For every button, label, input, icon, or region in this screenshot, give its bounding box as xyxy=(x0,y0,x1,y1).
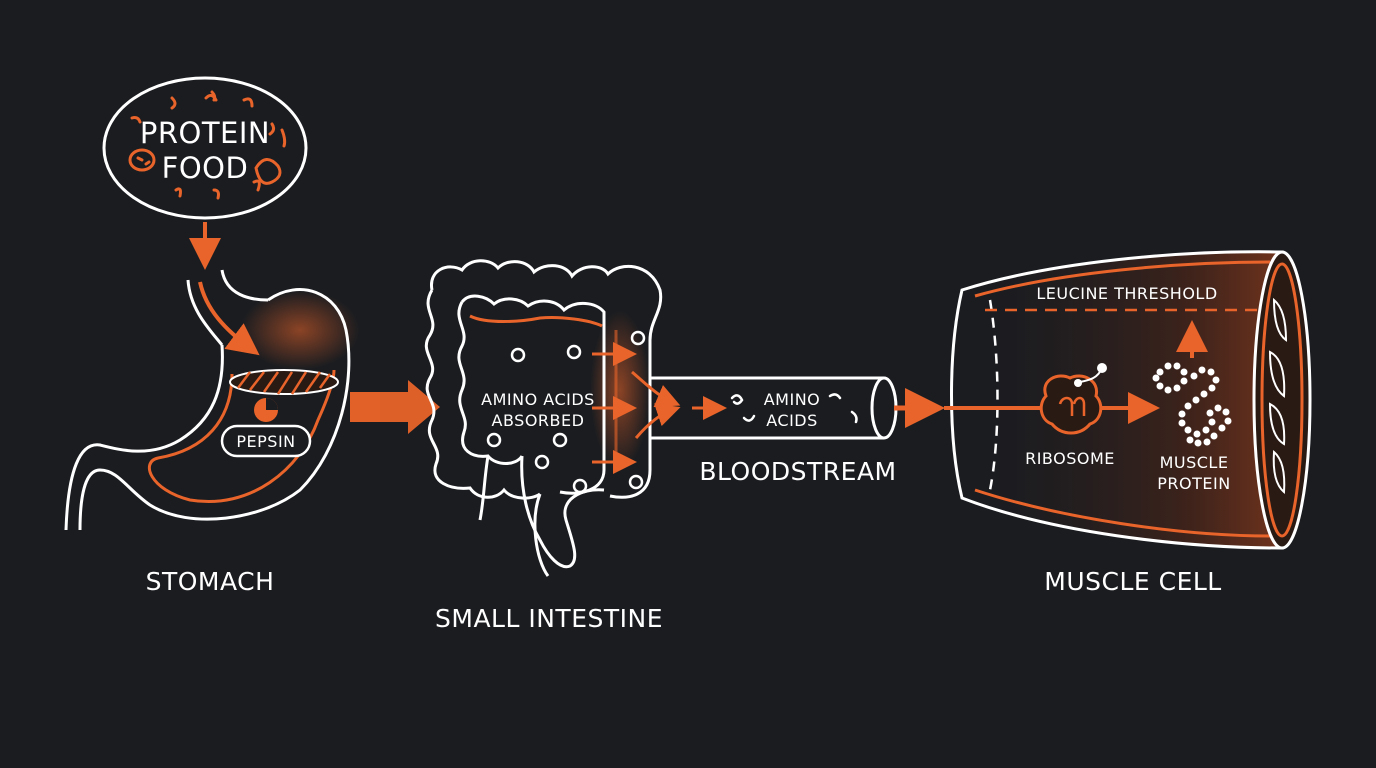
pepsin-enzyme-icon xyxy=(254,398,278,422)
ribosome-label: RIBOSOME xyxy=(1025,449,1115,468)
muscle-protein-line2: PROTEIN xyxy=(1157,474,1230,493)
leucine-threshold-label: LEUCINE THRESHOLD xyxy=(1036,284,1217,303)
stomach-to-intestine-arrow xyxy=(350,380,440,434)
blood-amino-acid-icon xyxy=(730,393,858,424)
intestine-inner-line2: ABSORBED xyxy=(492,411,585,430)
stomach-fluid-band xyxy=(229,369,339,395)
pepsin-badge xyxy=(220,424,312,458)
bloodstream-inner-line1: AMINO xyxy=(764,390,821,409)
muscle-cell: LEUCINE THRESHOLD RIBOSOME MUS xyxy=(944,250,1312,550)
food-particles-icon xyxy=(128,90,287,200)
bloodstream-inner-line2: ACIDS xyxy=(766,411,818,430)
myofibril-cross-section-icon xyxy=(1268,297,1288,495)
ribosome-icon xyxy=(1039,363,1107,435)
food-label-line2: FOOD xyxy=(162,151,249,185)
stomach: PEPSIN xyxy=(64,269,360,531)
small-intestine: AMINO ACIDS ABSORBED xyxy=(424,259,681,577)
protein-food-bubble: PROTEIN FOOD xyxy=(102,76,308,220)
small-intestine-label: SMALL INTESTINE xyxy=(435,604,663,633)
muscle-protein-line1: MUSCLE xyxy=(1160,453,1229,472)
food-label-line1: PROTEIN xyxy=(140,116,270,150)
amino-acid-particles-icon xyxy=(486,330,646,494)
absorption-arrows xyxy=(592,342,681,474)
muscle-cell-label: MUSCLE CELL xyxy=(1044,567,1221,596)
intestine-inner-line1: AMINO ACIDS xyxy=(481,390,595,409)
muscle-protein-chain-icon xyxy=(1152,362,1232,447)
bloodstream-vessel: AMINO ACIDS xyxy=(650,376,898,440)
stomach-label: STOMACH xyxy=(146,567,275,596)
pepsin-label: PEPSIN xyxy=(236,432,295,451)
bloodstream-label: BLOODSTREAM xyxy=(699,457,896,486)
